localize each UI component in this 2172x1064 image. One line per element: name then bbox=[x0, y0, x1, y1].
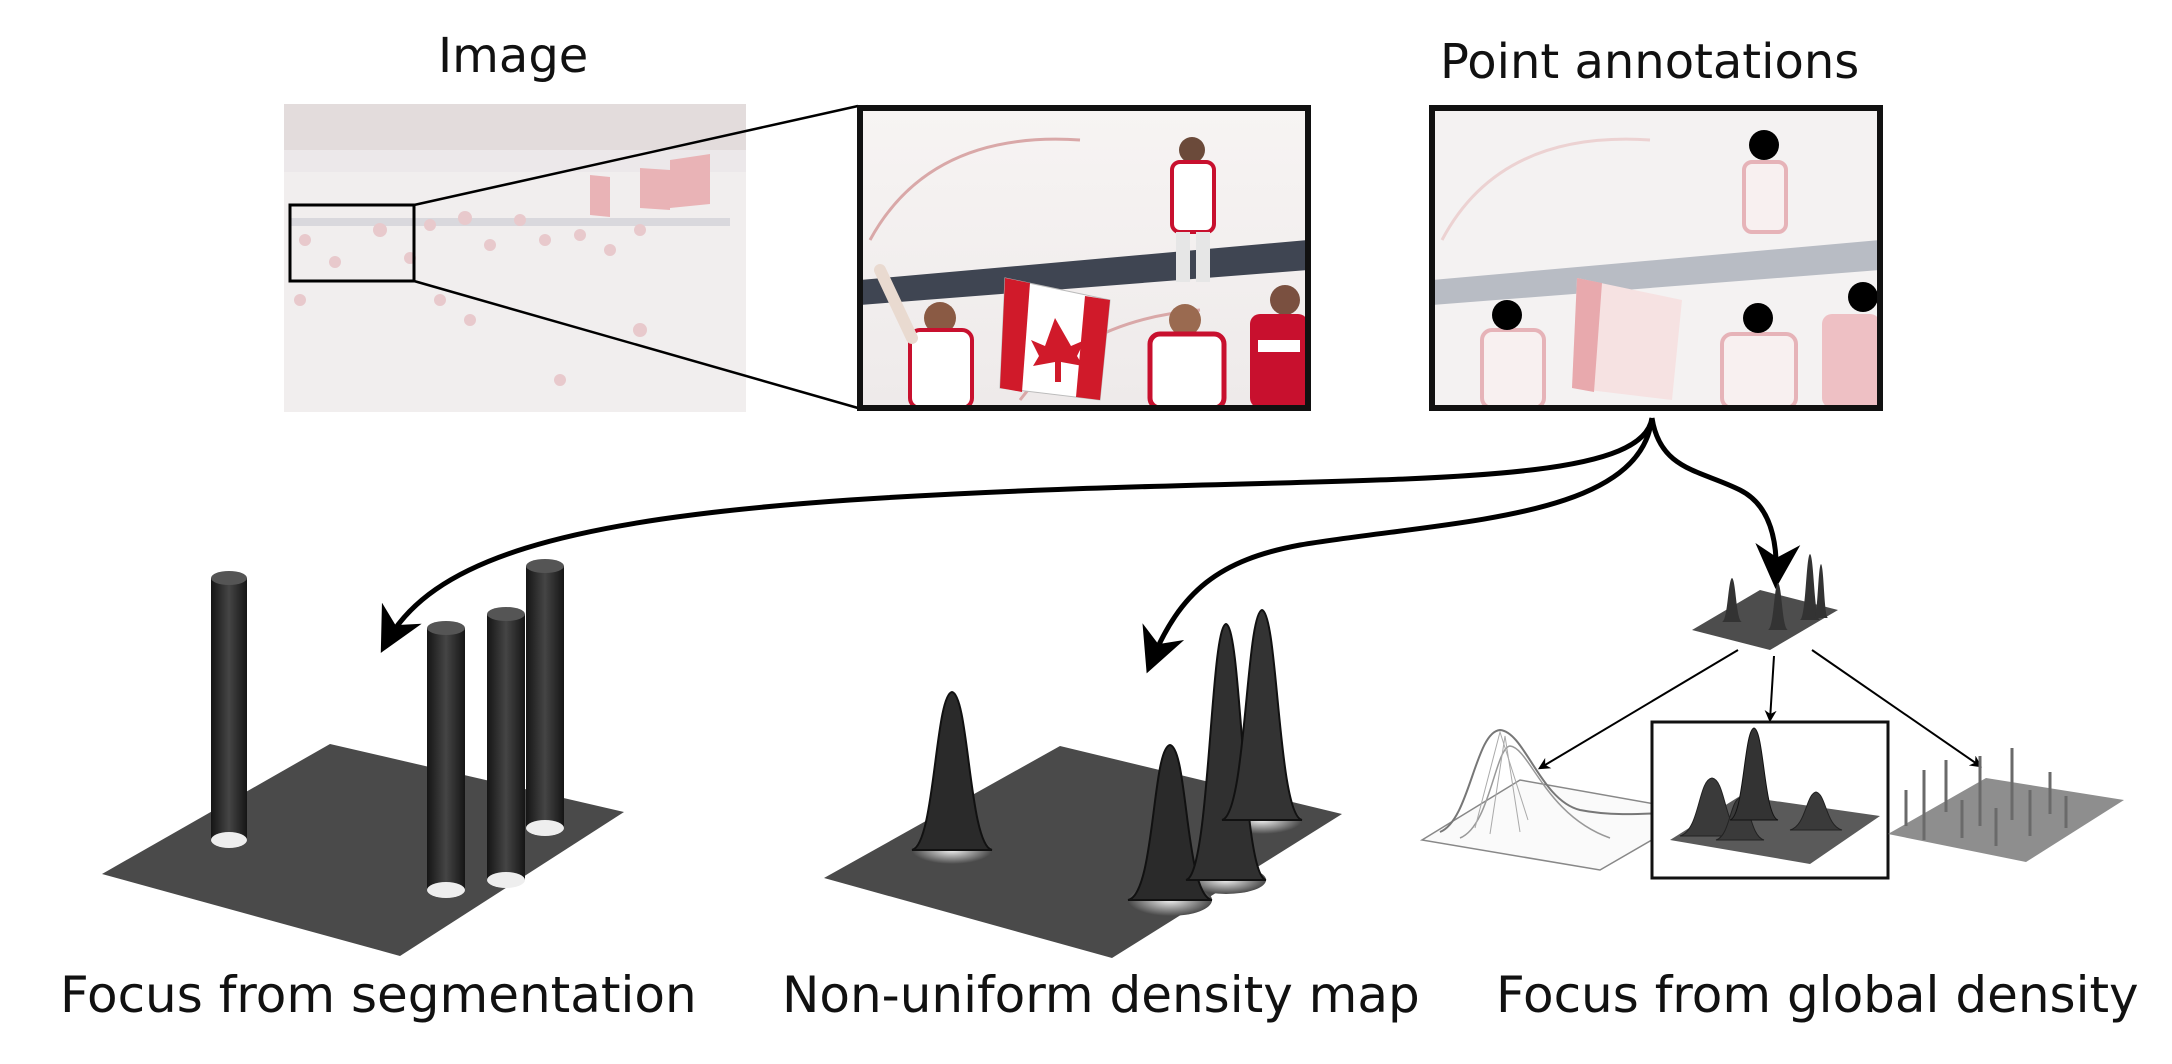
arrow-to-density bbox=[1142, 417, 1655, 674]
zoom-players-front bbox=[874, 264, 1308, 411]
mini-peak bbox=[1768, 583, 1788, 630]
annotation-point bbox=[1492, 300, 1522, 330]
annotation-points bbox=[1492, 130, 1878, 333]
cylinder bbox=[487, 607, 525, 888]
annotation-point bbox=[1848, 282, 1878, 312]
zoom-frame bbox=[857, 105, 1311, 411]
zoom-connector-bottom bbox=[413, 279, 859, 410]
annotated-image bbox=[1429, 105, 1883, 411]
annotation-frame bbox=[1429, 105, 1883, 411]
overview-image bbox=[284, 104, 746, 412]
density-peak bbox=[1221, 608, 1303, 821]
label-nonuniform-density: Non-uniform density map bbox=[782, 966, 1420, 1024]
zoomed-image bbox=[857, 105, 1311, 411]
global-selected-surface bbox=[1650, 720, 1890, 880]
zoom-connector-top bbox=[413, 104, 859, 207]
arrow-to-global bbox=[1649, 417, 1801, 589]
label-focus-global-density: Focus from global density bbox=[1496, 966, 2139, 1024]
mini-peak bbox=[1800, 554, 1820, 620]
label-point-annotations: Point annotations bbox=[1440, 34, 1860, 90]
segmentation-surface bbox=[102, 559, 624, 956]
density-surface bbox=[824, 608, 1342, 958]
global-narrow-surface bbox=[1888, 748, 2124, 862]
zoom-player-standing bbox=[1170, 137, 1216, 282]
zoom-flag bbox=[999, 277, 1111, 401]
cylinder bbox=[211, 571, 247, 848]
global-arrows bbox=[1537, 649, 1982, 770]
mini-peak bbox=[1814, 564, 1828, 618]
annotation-point bbox=[1749, 130, 1779, 160]
mini-peak bbox=[1722, 578, 1742, 622]
zoom-region bbox=[288, 203, 416, 283]
cylinder bbox=[427, 621, 465, 898]
label-focus-segmentation: Focus from segmentation bbox=[60, 966, 697, 1024]
annotation-point bbox=[1743, 303, 1773, 333]
global-wide-surface bbox=[1419, 728, 1703, 871]
global-density-top bbox=[1692, 554, 1838, 650]
density-peak bbox=[911, 690, 993, 851]
arrow-to-segmentation bbox=[380, 417, 1655, 653]
label-image: Image bbox=[438, 28, 589, 84]
cylinder bbox=[526, 559, 564, 836]
flow-arrows bbox=[380, 417, 1801, 674]
